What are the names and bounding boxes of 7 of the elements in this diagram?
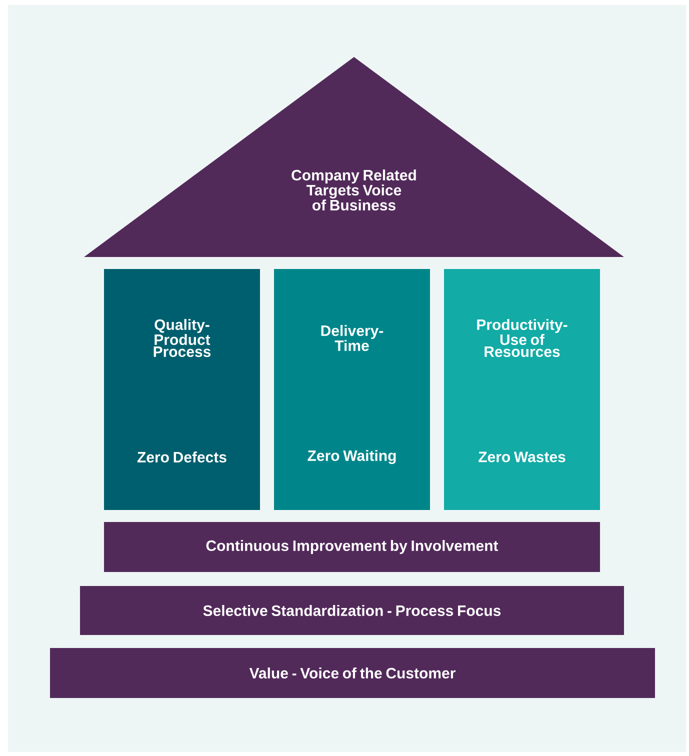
foundation-bar: Selective Standardization - Process Focus: [80, 586, 624, 635]
foundation-bar: Continuous Improvement by Involvement: [104, 522, 600, 572]
pillar-box: Productivity-Use of Resources Zero Wastes: [444, 269, 600, 510]
pillar-box: Delivery-Time Zero Waiting: [274, 269, 430, 510]
roof-triangle: Company Related Targets Voice of Business: [84, 57, 624, 257]
foundation-bar: Value - Voice of the Customer: [50, 648, 655, 698]
pillar-box: Quality-Product Process Zero Defects: [104, 269, 260, 510]
